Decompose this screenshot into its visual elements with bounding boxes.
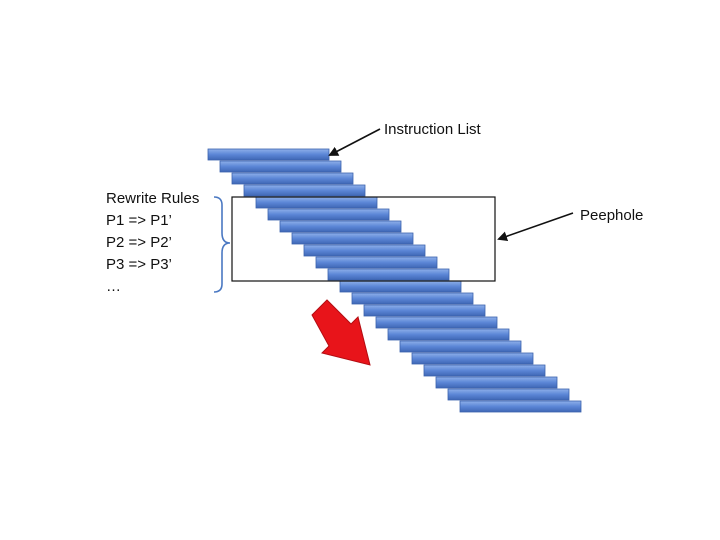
instruction-bar (291, 232, 414, 245)
instruction-bar (243, 184, 366, 197)
rule-item: P2 => P2’ (106, 234, 172, 251)
instruction-bar (219, 160, 342, 173)
instruction-bar (231, 172, 354, 185)
instruction-bar (339, 280, 462, 293)
rewrite-rules-title: Rewrite Rules (106, 190, 200, 207)
rewrite-rules: Rewrite Rules P1 => P1’ P2 => P2’ P3 => … (106, 188, 199, 298)
instruction-bar (207, 148, 330, 161)
instruction-bar (327, 268, 450, 281)
rule-item: P1 => P1’ (106, 212, 172, 229)
instruction-bar (423, 364, 546, 377)
instruction-list (207, 148, 582, 413)
instruction-list-pointer (328, 128, 381, 156)
peephole-label: Peephole (580, 207, 644, 224)
instruction-bar (399, 340, 522, 353)
instruction-list-label: Instruction List (384, 121, 481, 138)
instruction-bar (459, 400, 582, 413)
down-right-arrow-icon (311, 299, 371, 366)
instruction-bar (411, 352, 534, 365)
peephole-pointer (497, 212, 574, 242)
instruction-bar (267, 208, 390, 221)
instruction-bar (351, 292, 474, 305)
peephole-window (231, 196, 496, 282)
instruction-bar (303, 244, 426, 257)
instruction-bar (279, 220, 402, 233)
instruction-bar (255, 196, 378, 209)
instruction-bar (375, 316, 498, 329)
right-curly-brace-icon (213, 196, 231, 293)
instruction-bar (435, 376, 558, 389)
instruction-bar (447, 388, 570, 401)
rule-item: … (106, 278, 121, 295)
rule-item: P3 => P3’ (106, 256, 172, 273)
instruction-bar (363, 304, 486, 317)
instruction-bar (315, 256, 438, 269)
instruction-bar (387, 328, 510, 341)
